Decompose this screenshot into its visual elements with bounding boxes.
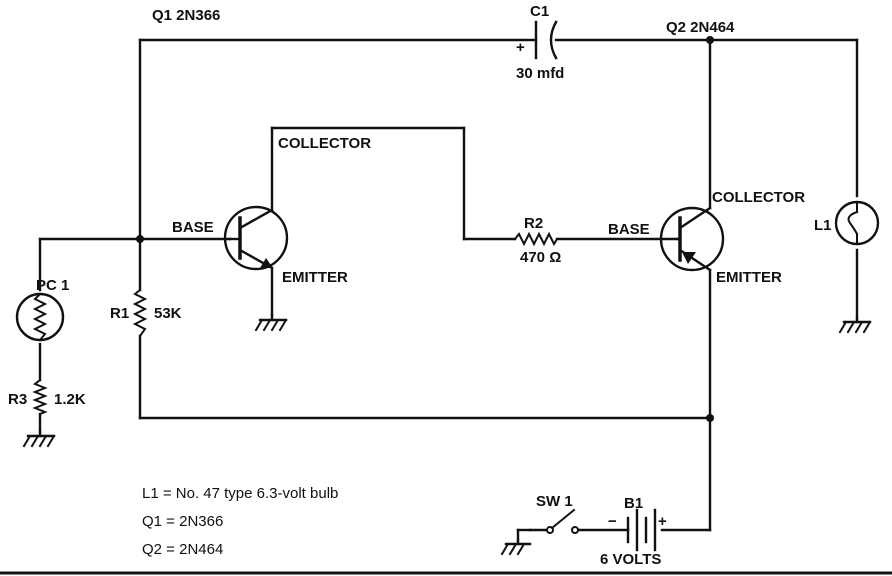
ground-l1 [838,316,872,334]
legend-q1: Q1 = 2N366 [142,513,223,530]
resistor-r2: R2 470 Ω [513,215,561,266]
r1-name: R1 [110,305,129,322]
ground-switch [500,528,532,556]
c1-polarity: + [516,39,525,56]
capacitor-c1: C1 + 30 mfd [516,3,564,82]
photocell-pc1: PC 1 [15,277,69,342]
q1-emitter-arrow [260,258,273,268]
b1-value: 6 VOLTS [600,551,661,568]
sw1-name: SW 1 [536,493,573,510]
q2-emitter-arrow [682,252,696,264]
b1-plus: + [658,513,667,530]
transistor-q2: Q2 2N464 COLLECTOR BASE EMITTER [608,19,805,286]
battery-b1: B1 − + 6 VOLTS [600,495,667,568]
r3-name: R3 [8,391,27,408]
ground-r3 [22,430,56,448]
resistor-r1: R1 53K [110,288,182,338]
legend-l1: L1 = No. 47 type 6.3-volt bulb [142,485,338,502]
r2-value: 470 Ω [520,249,561,266]
q1-emitter-label: EMITTER [282,269,348,286]
junction-dot [706,414,714,422]
r1-value: 53K [154,305,182,322]
q1-label: Q1 2N366 [152,7,220,24]
q1-base-label: BASE [172,219,214,236]
pc1-name: PC 1 [36,277,69,294]
b1-minus: − [608,513,617,530]
q2-collector-label: COLLECTOR [712,189,805,206]
q2-label: Q2 2N464 [666,19,735,36]
q1-collector-label: COLLECTOR [278,135,371,152]
switch-sw1: SW 1 [528,493,579,534]
legend-q2: Q2 = 2N464 [142,541,223,558]
r2-name: R2 [524,215,543,232]
q2-emitter-label: EMITTER [716,269,782,286]
transistor-q1: Q1 2N366 COLLECTOR BASE EMITTER [152,7,371,286]
ground-q1-emitter [254,313,288,332]
junction-dot [136,235,144,243]
lamp-l1: L1 [814,200,880,246]
l1-name: L1 [814,217,832,234]
wires [38,38,859,532]
r3-value: 1.2K [54,391,86,408]
q2-base-label: BASE [608,221,650,238]
c1-name: C1 [530,3,549,20]
c1-value: 30 mfd [516,65,564,82]
junction-dot [706,36,714,44]
b1-name: B1 [624,495,643,512]
resistor-r3: R3 1.2K [8,378,86,416]
legend: L1 = No. 47 type 6.3-volt bulb Q1 = 2N36… [142,485,338,558]
